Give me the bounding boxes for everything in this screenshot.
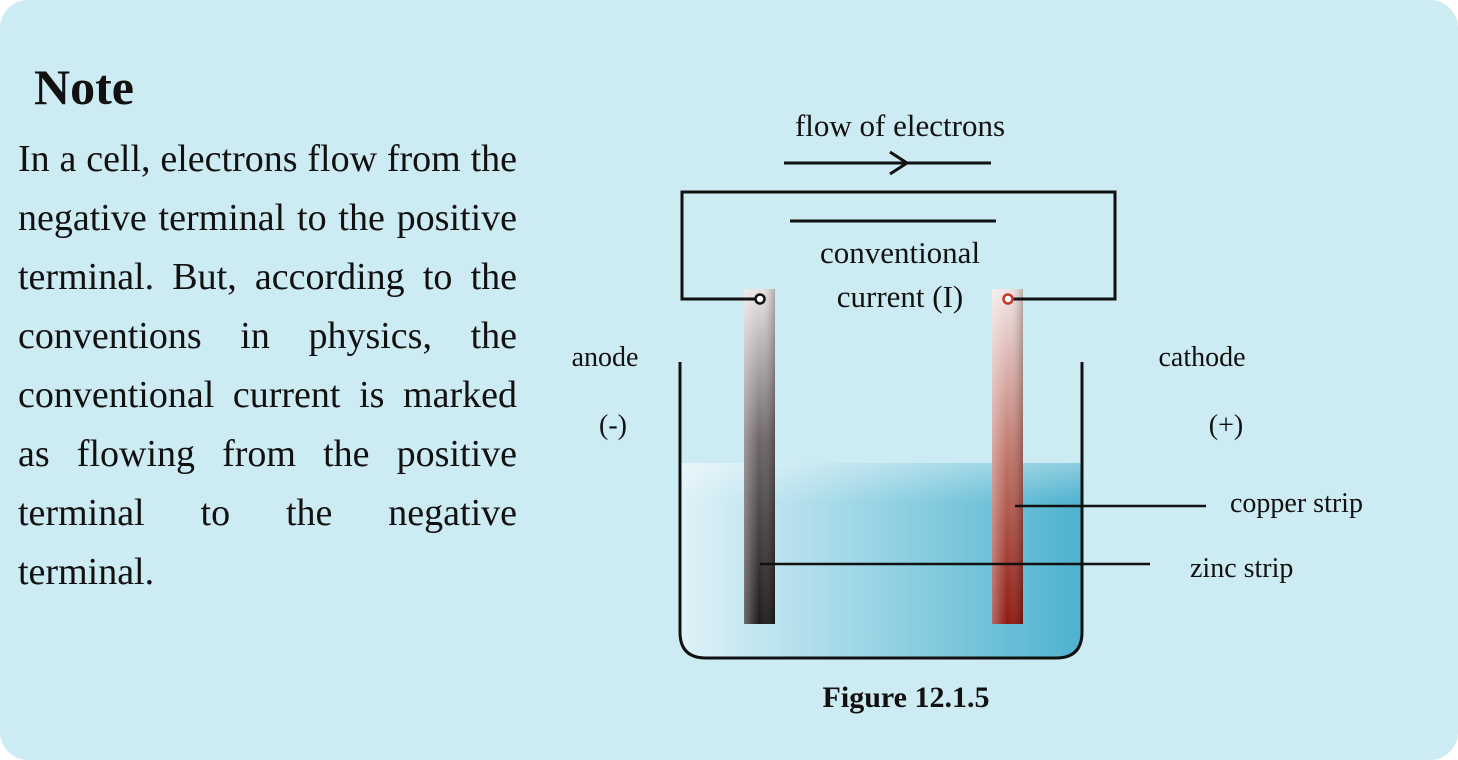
figure-caption: Figure 12.1.5 — [823, 681, 990, 714]
flow-of-electrons-label: flow of electrons — [795, 108, 1005, 143]
conventional-label: conventional — [820, 235, 980, 270]
cathode-label: cathode — [1158, 342, 1245, 373]
copper-strip — [992, 289, 1023, 624]
note-text: In a cell, electrons flow from the negat… — [18, 138, 517, 593]
cathode-terminal — [1002, 293, 1014, 305]
electrolyte-solution — [680, 463, 1082, 658]
zinc-strip-label: zinc strip — [1190, 553, 1293, 584]
anode-sign: (-) — [599, 410, 627, 441]
zinc-strip — [744, 289, 775, 624]
current-label: current (I) — [837, 279, 964, 314]
anode-terminal — [754, 293, 766, 305]
anode-label: anode — [572, 342, 639, 373]
copper-strip-label: copper strip — [1230, 488, 1363, 519]
circuit-wire — [680, 190, 1117, 301]
beaker — [678, 362, 1084, 660]
cathode-sign: (+) — [1209, 410, 1243, 441]
note-title: Note — [34, 59, 134, 115]
electron-flow-arrow — [784, 150, 991, 176]
